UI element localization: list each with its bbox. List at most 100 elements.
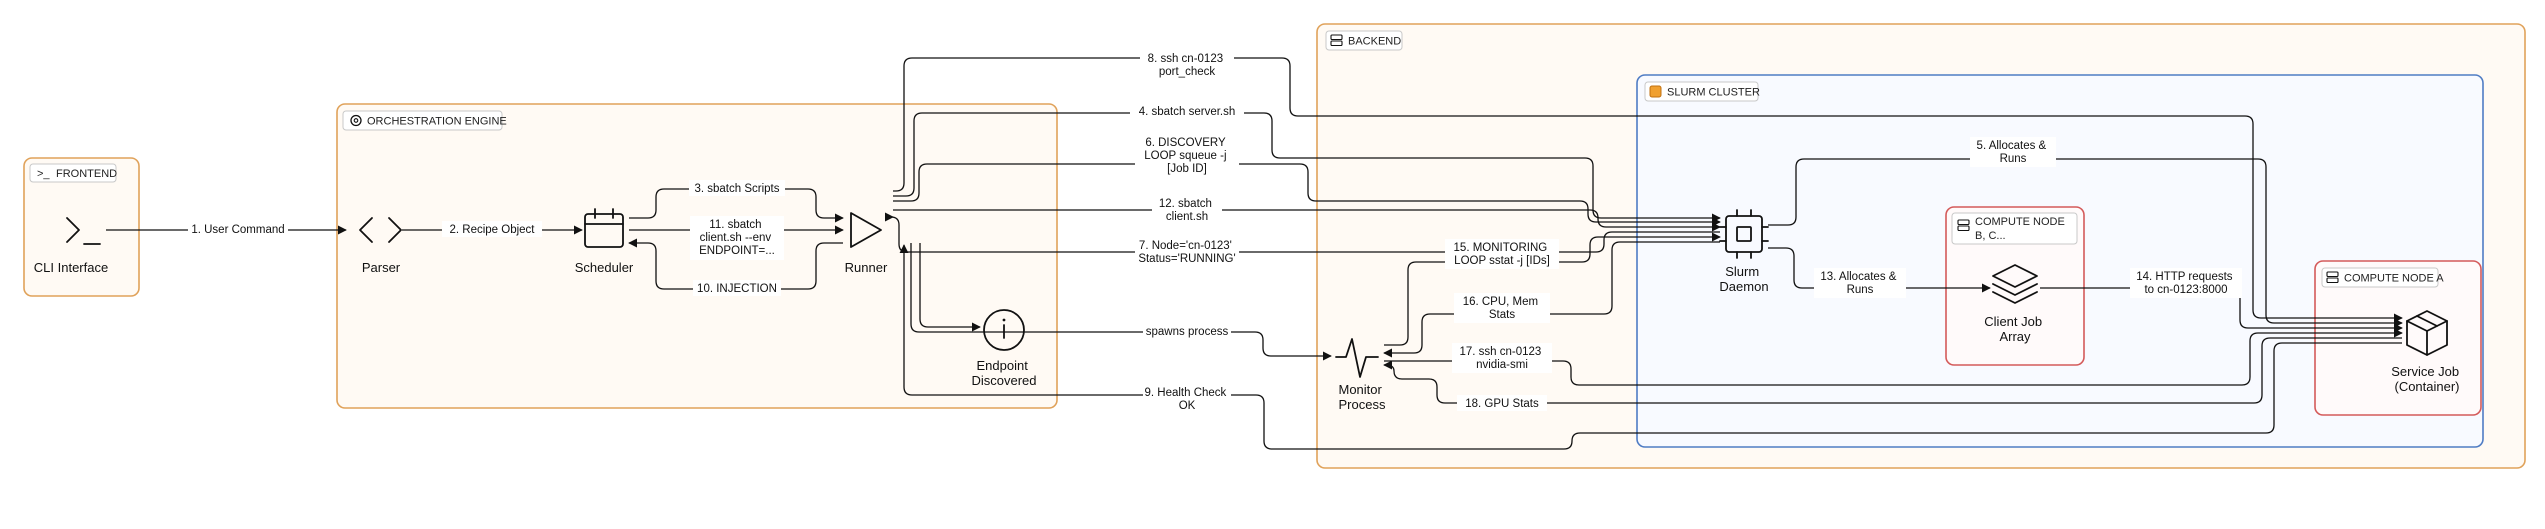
edge-to-endpoint — [919, 243, 981, 332]
edge-label-9-line2: OK — [1179, 400, 1196, 412]
edge-7-node-status — [884, 212, 1720, 253]
node-label-client-array-line1: Client Job — [1984, 314, 2042, 329]
cluster-title-compute-b-line2: B, C... — [1975, 230, 2006, 242]
edge-label-4-text: 4. sbatch server.sh — [1139, 106, 1236, 118]
server-icon — [1330, 34, 1343, 47]
edge-label-8: 8. ssh cn-0123 port_check — [1140, 50, 1234, 80]
node-cli-interface: CLI Interface — [34, 217, 108, 275]
edge-label-13: 13. Allocates & Runs — [1814, 268, 1906, 298]
edge-label-11-line1: 11. sbatch — [709, 219, 761, 231]
node-label-runner: Runner — [845, 260, 888, 275]
edge-label-1: 1. User Command — [188, 221, 288, 237]
cluster-title-compute-b: COMPUTE NODE B, C... — [1975, 216, 2068, 242]
edge-label-11-text: 11. sbatch client.sh --env ENDPOINT=... — [699, 219, 775, 257]
edge-label-3-text: 3. sbatch Scripts — [694, 183, 779, 195]
edge-spawns-process — [910, 243, 1332, 361]
node-label-service-job: Service Job (Container) — [2391, 364, 2463, 394]
edge-label-spawn-text: spawns process — [1146, 326, 1229, 338]
edge-label-15-text: 15. MONITORING LOOP sstat -j [IDs] — [1454, 242, 1551, 267]
edge-label-7: 7. Node='cn-0123' Status='RUNNING' — [1135, 237, 1239, 267]
edge-label-14-text: 14. HTTP requests to cn-0123:8000 — [2136, 271, 2236, 296]
chip-icon — [1719, 209, 1769, 259]
edge-label-12-line1: 12. sbatch — [1159, 198, 1212, 210]
node-label-monitor: Monitor Process — [1339, 382, 1386, 412]
pulse-icon — [1335, 338, 1379, 378]
edge-label-18: 18. GPU Stats — [1457, 395, 1547, 411]
node-label-slurm-daemon-line1: Slurm — [1725, 264, 1759, 279]
edge-label-12-line2: client.sh — [1166, 211, 1208, 223]
edge-label-5: 5. Allocates & Runs — [1970, 137, 2056, 167]
edge-label-11-line3: ENDPOINT=... — [699, 245, 775, 257]
cluster-title-backend: BACKEND — [1348, 36, 1401, 48]
node-runner: Runner — [845, 212, 888, 275]
edge-label-18-text: 18. GPU Stats — [1465, 398, 1539, 410]
edge-label-13-text: 13. Allocates & Runs — [1820, 271, 1899, 296]
edge-label-6-line2: LOOP squeue -j — [1144, 150, 1226, 162]
edge-label-17: 17. ssh cn-0123 nvidia-smi — [1452, 343, 1552, 373]
edge-label-5-line2: Runs — [2000, 153, 2027, 165]
cluster-title-frontend: FRONTEND — [56, 168, 117, 180]
node-label-cli: CLI Interface — [34, 260, 108, 275]
edge-label-2: 2. Recipe Object — [442, 221, 542, 237]
node-client-job-array: Client Job Array — [1984, 264, 2045, 344]
edge-label-14-line2: to cn-0123:8000 — [2144, 284, 2227, 296]
edge-label-7-line1: 7. Node='cn-0123' — [1139, 240, 1232, 252]
edge-label-10: 10. INJECTION — [693, 280, 781, 296]
node-label-parser: Parser — [362, 260, 401, 275]
edge-label-8-text: 8. ssh cn-0123 port_check — [1148, 53, 1227, 78]
node-label-slurm-daemon-line2: Daemon — [1719, 279, 1768, 294]
edge-label-12: 12. sbatch client.sh — [1152, 195, 1222, 225]
edge-labels: 1. User Command 2. Recipe Object 3. sbat… — [188, 50, 2242, 414]
edge-label-15-line1: 15. MONITORING — [1454, 242, 1548, 254]
node-slurm-daemon: Slurm Daemon — [1719, 209, 1769, 294]
edge-label-3: 3. sbatch Scripts — [689, 180, 785, 196]
edge-label-8-line2: port_check — [1159, 66, 1216, 78]
edge-label-15-line2: LOOP sstat -j [IDs] — [1454, 255, 1550, 267]
edge-label-15: 15. MONITORING LOOP sstat -j [IDs] — [1445, 239, 1559, 269]
node-label-monitor-line2: Process — [1339, 397, 1386, 412]
node-monitor-process: Monitor Process — [1335, 338, 1386, 412]
edge-label-11-line2: client.sh --env — [700, 232, 772, 244]
edge-18-gpu-stats — [1383, 337, 2402, 404]
terminal-icon — [66, 217, 101, 245]
edge-label-14-line1: 14. HTTP requests — [2136, 271, 2233, 283]
edge-label-13-line2: Runs — [1847, 284, 1874, 296]
cluster-title-compute-b-line1: COMPUTE NODE — [1975, 216, 2065, 228]
frontend-terminal-icon: >_ — [37, 168, 50, 180]
edge-label-16: 16. CPU, Mem Stats — [1454, 293, 1550, 323]
edge-label-4: 4. sbatch server.sh — [1130, 103, 1244, 119]
layers-icon — [1992, 264, 2038, 304]
edge-label-17-line2: nvidia-smi — [1476, 359, 1528, 371]
code-brackets-icon — [359, 217, 402, 243]
edge-label-6-line3: [Job ID] — [1167, 163, 1207, 175]
edge-label-6: 6. DISCOVERY LOOP squeue -j [Job ID] — [1135, 134, 1239, 178]
edge-12-sbatch-client — [893, 209, 1721, 232]
edge-4-sbatch-server — [893, 112, 1721, 223]
edge-label-2-text: 2. Recipe Object — [449, 224, 535, 236]
node-label-endpoint-line1: Endpoint — [977, 358, 1029, 373]
node-label-service-job-line1: Service Job — [2391, 364, 2459, 379]
edge-label-14: 14. HTTP requests to cn-0123:8000 — [2130, 268, 2242, 298]
play-triangle-icon — [850, 212, 882, 248]
edge-label-8-line1: 8. ssh cn-0123 — [1148, 53, 1223, 65]
node-service-job: Service Job (Container) — [2391, 310, 2463, 394]
edge-label-6-line1: 6. DISCOVERY — [1145, 137, 1226, 149]
node-label-client-array: Client Job Array — [1984, 314, 2045, 344]
slurm-icon — [1649, 85, 1662, 98]
edge-8-ssh-port-check — [893, 57, 2403, 323]
edge-9-health-check — [899, 244, 2402, 450]
calendar-icon — [584, 208, 624, 248]
edge-label-9-line1: 9. Health Check — [1144, 387, 1226, 399]
node-label-endpoint: Endpoint Discovered — [971, 358, 1036, 388]
edge-label-9-text: 9. Health Check OK — [1144, 387, 1229, 412]
edge-label-5-line1: 5. Allocates & — [1977, 140, 2047, 152]
edge-label-10-text: 10. INJECTION — [697, 283, 777, 295]
info-circle-icon — [983, 309, 1025, 351]
edge-17-ssh-nvidia-smi — [1384, 328, 2403, 386]
node-scheduler: Scheduler — [575, 208, 634, 275]
edge-label-17-line1: 17. ssh cn-0123 — [1459, 346, 1541, 358]
edge-label-11: 11. sbatch client.sh --env ENDPOINT=... — [690, 216, 784, 260]
edge-label-16-line1: 16. CPU, Mem — [1463, 296, 1538, 308]
edge-label-spawn: spawns process — [1143, 323, 1231, 339]
cluster-title-slurm: SLURM CLUSTER — [1667, 87, 1760, 99]
